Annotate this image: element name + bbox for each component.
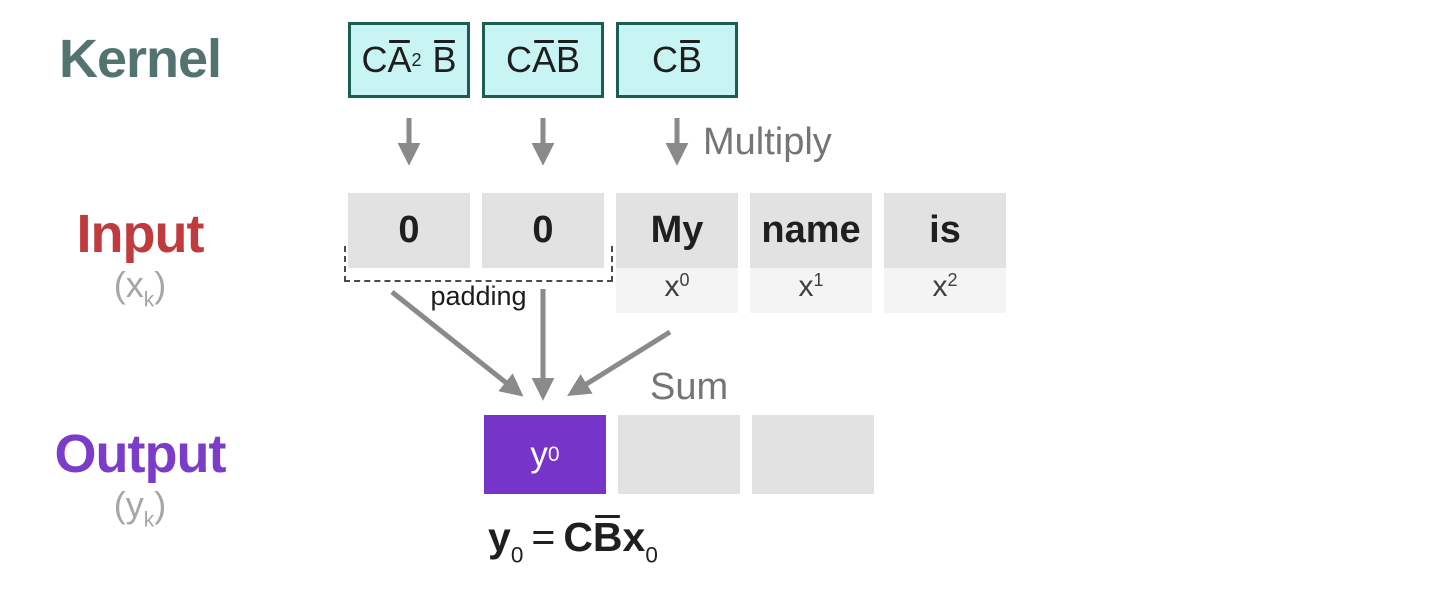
x2-base: x bbox=[932, 270, 948, 303]
formula-b-bar: B bbox=[592, 514, 623, 560]
kernel-term-c: C bbox=[505, 39, 532, 80]
xk-close: ) bbox=[154, 264, 167, 305]
formula-lhs: y bbox=[488, 514, 511, 560]
yk-close: ) bbox=[154, 484, 167, 525]
kernel-term-c: C bbox=[651, 39, 678, 80]
yk-subscript: k bbox=[143, 508, 155, 532]
x1-base: x bbox=[798, 270, 814, 303]
formula-x-sub: 0 bbox=[645, 542, 658, 568]
input-variable-label: (xk) bbox=[0, 264, 280, 312]
input-cell-pad-1: 0 bbox=[348, 193, 470, 268]
x1-sub: 1 bbox=[813, 270, 824, 290]
formula-equals: = bbox=[531, 514, 556, 560]
x0-sub: 0 bbox=[679, 270, 690, 290]
formula-lhs-sub: 0 bbox=[510, 542, 524, 568]
output-cell-empty-2 bbox=[752, 415, 874, 494]
output-formula: y0=CBx0 bbox=[488, 514, 658, 568]
input-cell-my: My bbox=[616, 193, 738, 268]
kernel-term-c: C bbox=[361, 39, 388, 80]
output-label: Output bbox=[54, 424, 227, 484]
x0-base: x bbox=[664, 270, 680, 303]
multiply-note: Multiply bbox=[703, 121, 832, 163]
y0-base: y bbox=[530, 434, 548, 474]
output-cell-empty-1 bbox=[618, 415, 740, 494]
formula-x: x bbox=[622, 514, 646, 560]
kernel-term-b-bar: B bbox=[556, 39, 581, 80]
kernel-term-exponent: 2 bbox=[411, 49, 422, 70]
padding-bracket bbox=[344, 246, 613, 282]
y0-sub: 0 bbox=[547, 442, 560, 466]
kernel-term-a-bar: A bbox=[531, 39, 556, 80]
input-cell-is: is bbox=[884, 193, 1006, 268]
input-cell-pad-2: 0 bbox=[482, 193, 604, 268]
input-label: Input bbox=[76, 204, 205, 264]
kernel-term-b-bar: B bbox=[677, 39, 702, 80]
kernel-term-b-bar: B bbox=[432, 39, 457, 80]
input-cell-name: name bbox=[750, 193, 872, 268]
x2-sub: 2 bbox=[947, 270, 958, 290]
padding-label: padding bbox=[430, 281, 527, 311]
kernel-term-a-bar: A bbox=[387, 39, 412, 80]
xk-subscript: k bbox=[143, 288, 155, 312]
formula-c: C bbox=[563, 514, 593, 560]
kernel-label: Kernel bbox=[58, 29, 222, 89]
xk-base: (x bbox=[113, 264, 144, 305]
output-variable-label: (yk) bbox=[0, 484, 280, 532]
yk-base: (y bbox=[113, 484, 144, 525]
sum-note: Sum bbox=[650, 366, 729, 408]
